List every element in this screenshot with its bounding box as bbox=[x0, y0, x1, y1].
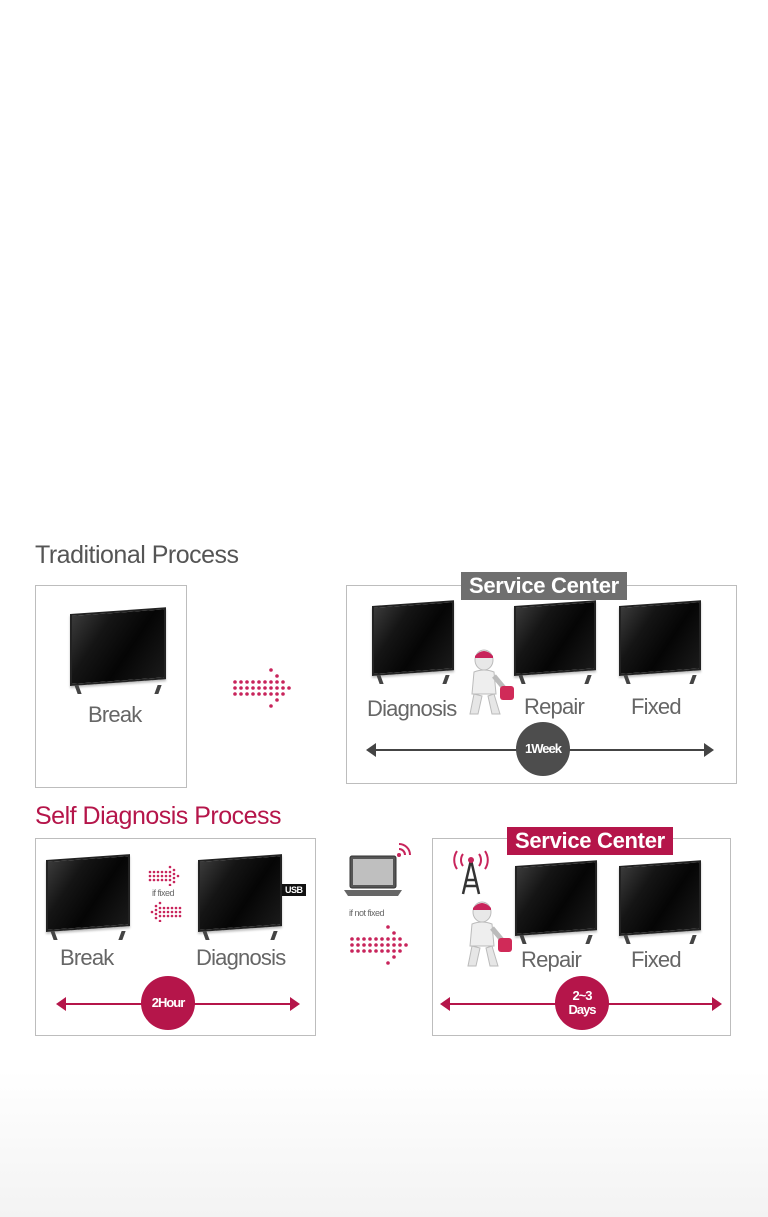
technician-icon bbox=[467, 901, 512, 967]
antenna-tower-icon bbox=[453, 850, 489, 895]
if-not-fixed-label: if not fixed bbox=[349, 908, 385, 918]
self-duration-badge: 2Hour bbox=[141, 976, 195, 1030]
tv-icon bbox=[70, 607, 166, 694]
self-break-label: Break bbox=[60, 945, 114, 970]
duration-line-1: 2~3 bbox=[572, 988, 592, 1003]
fixed-label: Fixed bbox=[631, 694, 682, 719]
self-service-center-title: Service Center bbox=[507, 827, 673, 855]
dotted-arrow-icon bbox=[150, 901, 182, 922]
duration-line-2: Days bbox=[568, 1002, 596, 1017]
technician-icon bbox=[469, 649, 514, 715]
diagnosis-label: Diagnosis bbox=[367, 696, 457, 721]
self-fixed-label: Fixed bbox=[631, 947, 682, 972]
if-fixed-label: if fixed bbox=[152, 888, 175, 898]
tv-icon bbox=[514, 600, 596, 684]
self-service-duration-badge: 2~3 Days bbox=[555, 976, 609, 1030]
self-repair-label: Repair bbox=[521, 947, 582, 972]
traditional-heading: Traditional Process bbox=[35, 541, 239, 569]
tv-icon bbox=[619, 860, 701, 944]
tv-icon bbox=[372, 600, 454, 684]
self-diagnosis-heading: Self Diagnosis Process bbox=[35, 802, 282, 830]
traditional-break-box: Break bbox=[35, 585, 187, 788]
self-diagnosis-label: Diagnosis bbox=[196, 945, 286, 970]
tv-icon bbox=[515, 860, 597, 944]
laptop-icon bbox=[344, 855, 402, 896]
dotted-arrow-icon bbox=[148, 865, 180, 886]
tv-icon bbox=[619, 600, 701, 684]
wifi-signal-icon bbox=[397, 843, 411, 857]
break-label: Break bbox=[88, 702, 142, 727]
tv-icon bbox=[198, 854, 282, 940]
traditional-duration-badge: 1Week bbox=[516, 722, 570, 776]
repair-label: Repair bbox=[524, 694, 585, 719]
traditional-service-center-title: Service Center bbox=[461, 572, 627, 600]
tv-icon bbox=[46, 854, 130, 940]
dotted-arrow-icon bbox=[233, 668, 291, 708]
dotted-arrow-icon bbox=[350, 925, 408, 965]
usb-badge: USB bbox=[282, 884, 306, 896]
